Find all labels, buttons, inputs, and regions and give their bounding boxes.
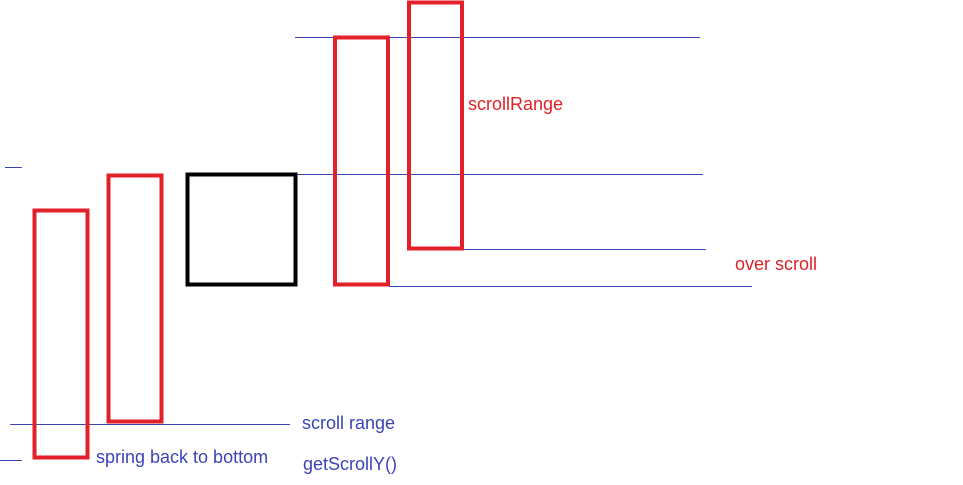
content-box-scrolled-top bbox=[333, 35, 390, 287]
content-box-scroll-range bbox=[106, 173, 164, 424]
content-box-over-scroll bbox=[407, 0, 464, 251]
scroll-range-label-blue: scroll range bbox=[302, 413, 396, 433]
content-box-spring-back bbox=[32, 208, 90, 460]
get-scroll-y-label: getScrollY() bbox=[303, 454, 398, 474]
spring-back-label: spring back to bottom bbox=[96, 447, 269, 467]
over-scroll-label: over scroll bbox=[735, 254, 818, 274]
scroll-range-label-red: scrollRange bbox=[468, 94, 564, 114]
viewport-box bbox=[185, 172, 298, 287]
